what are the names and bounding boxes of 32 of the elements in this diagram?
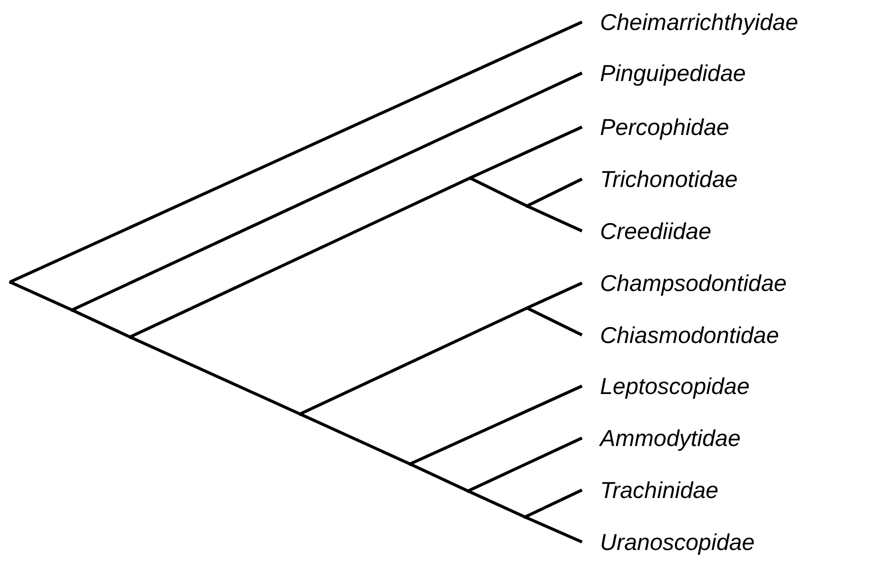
taxon-name: Cheimarrichthyidae bbox=[600, 10, 798, 34]
branch-line bbox=[409, 462, 469, 492]
branch-line bbox=[526, 178, 583, 208]
taxon-name: Champsodontidae bbox=[600, 272, 787, 294]
branch-line bbox=[526, 282, 583, 310]
branch-line bbox=[409, 384, 583, 466]
branch-line bbox=[71, 72, 583, 312]
branch-line bbox=[129, 336, 301, 416]
branch-line bbox=[469, 126, 583, 180]
branch-line bbox=[526, 204, 583, 232]
taxon-name: Chiasmodontidae bbox=[600, 324, 780, 346]
branch-line bbox=[129, 176, 471, 338]
branch-line bbox=[9, 280, 73, 312]
branch-line bbox=[524, 488, 583, 518]
taxon-name: Trichonotidae bbox=[600, 168, 738, 190]
branch-line bbox=[469, 176, 528, 208]
branch-line bbox=[299, 412, 411, 466]
branch-point bbox=[8, 280, 12, 284]
branch-line bbox=[467, 490, 526, 518]
branch-line bbox=[524, 516, 583, 544]
branch-line bbox=[9, 20, 583, 284]
branch-line bbox=[467, 436, 583, 492]
branch-line bbox=[299, 306, 528, 416]
taxon-name: Percophidae bbox=[600, 116, 730, 138]
branch-line bbox=[526, 306, 583, 336]
taxon-name: Pinguipedidae bbox=[600, 62, 746, 84]
taxon-name: Uranoscopidae bbox=[600, 530, 755, 554]
taxon-name: Leptoscopidae bbox=[600, 374, 750, 398]
taxon-name: Ammodytidae bbox=[600, 426, 741, 450]
taxon-name: Creediidae bbox=[600, 220, 712, 242]
branch-line bbox=[71, 308, 131, 338]
taxon-name: Trachinidae bbox=[600, 478, 718, 502]
